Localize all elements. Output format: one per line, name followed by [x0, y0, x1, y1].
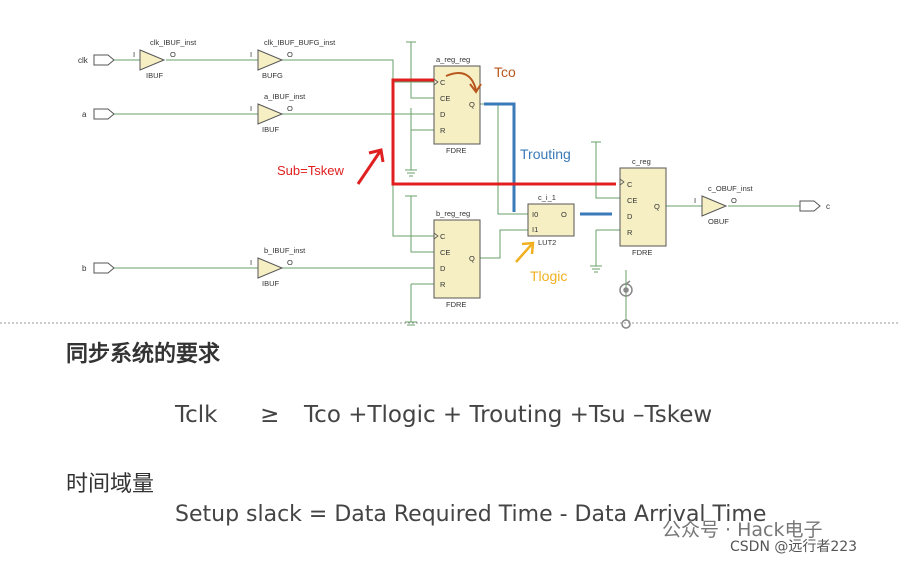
formula-rhs: Tco +Tlogic + Trouting +Tsu –Tskew — [304, 402, 713, 428]
watermark-wechat: 公众号 · Hack电子 — [662, 519, 823, 541]
b-reg-type: FDRE — [446, 300, 466, 309]
lut-name: c_i_1 — [538, 193, 556, 202]
b-ibuf-name: b_IBUF_inst — [264, 246, 306, 255]
c-obuf-symbol — [701, 195, 728, 217]
a-ibuf-type: IBUF — [262, 125, 280, 134]
section-heading-time-domain: 时间域量 — [66, 472, 155, 497]
c-reg-name: c_reg — [632, 157, 651, 166]
c-reg-pin-r: R — [627, 228, 633, 237]
b-reg-pin-q: Q — [469, 254, 475, 263]
clk-bufg-pin-o: O — [287, 50, 293, 59]
lut-block — [527, 203, 575, 237]
tskew-label: Sub=Tskew — [277, 163, 344, 178]
formula-operator: ≥ — [260, 402, 280, 428]
tskew-highlight — [356, 78, 616, 186]
a-reg-pin-ce: CE — [440, 94, 450, 103]
b-ibuf-pin-o: O — [287, 258, 293, 267]
lut-type: LUT2 — [538, 238, 556, 247]
lut-pin-i1: I1 — [532, 225, 538, 234]
b-ibuf-pin-i: I — [250, 258, 252, 267]
port-label-b: b — [82, 264, 87, 273]
clk-ibuf-symbol — [139, 49, 166, 71]
trouting-highlight — [484, 102, 612, 216]
b-reg-pin-r: R — [440, 280, 446, 289]
c-obuf-type: OBUF — [708, 217, 729, 226]
lut-pin-i0: I0 — [532, 210, 538, 219]
c-obuf-name: c_OBUF_inst — [708, 184, 754, 193]
clk-bufg-name: clk_IBUF_BUFG_inst — [264, 38, 336, 47]
port-label-clk: clk — [78, 56, 89, 65]
a-reg-type: FDRE — [446, 146, 466, 155]
clk-bufg-symbol — [257, 49, 284, 71]
tlogic-label: Tlogic — [530, 268, 567, 284]
trouting-label: Trouting — [520, 146, 571, 162]
tco-label: Tco — [494, 64, 516, 80]
a-ibuf-pin-o: O — [287, 104, 293, 113]
b-reg-pin-c: C — [440, 232, 446, 241]
c-reg-pin-q: Q — [654, 202, 660, 211]
port-a — [93, 108, 115, 120]
watermark-csdn: CSDN @远行者223 — [730, 539, 858, 555]
a-ibuf-symbol — [257, 103, 284, 125]
c-reg-pin-d: D — [627, 212, 633, 221]
port-b — [93, 262, 115, 274]
timing-formula: Tclk ≥ Tco +Tlogic + Trouting +Tsu –Tske… — [175, 402, 712, 428]
a-reg-pin-r: R — [440, 126, 446, 135]
c-reg-pin-ce: CE — [627, 196, 637, 205]
clk-bufg-type: BUFG — [262, 71, 283, 80]
tlogic-arrow — [515, 241, 535, 263]
b-ibuf-type: IBUF — [262, 279, 280, 288]
a-ibuf-pin-i: I — [250, 104, 252, 113]
wires — [114, 42, 800, 322]
port-label-c: c — [826, 202, 830, 211]
port-clk — [93, 54, 115, 66]
clk-bufg-pin-i: I — [250, 50, 252, 59]
ground-symbols — [405, 41, 602, 326]
c-reg-type: FDRE — [632, 248, 652, 257]
c-reg-pin-c: C — [627, 180, 633, 189]
clk-ibuf-name: clk_IBUF_inst — [150, 38, 197, 47]
tco-arrow — [445, 72, 482, 94]
buffers — [139, 49, 728, 279]
port-label-a: a — [82, 110, 87, 119]
a-ibuf-name: a_IBUF_inst — [264, 92, 306, 101]
a-reg-block — [433, 65, 481, 145]
a-reg-name: a_reg_reg — [436, 55, 470, 64]
b-reg-pin-d: D — [440, 264, 446, 273]
c-obuf-pin-i: I — [694, 196, 696, 205]
section-heading-sync: 同步系统的要求 — [66, 342, 221, 367]
b-reg-name: b_reg_reg — [436, 209, 470, 218]
a-reg-pin-c: C — [440, 78, 446, 87]
clk-ibuf-pin-i: I — [133, 50, 135, 59]
b-reg-block — [433, 219, 481, 299]
setup-slack-formula: Setup slack = Data Required Time - Data … — [175, 502, 767, 527]
port-symbols — [93, 54, 821, 274]
b-ibuf-symbol — [257, 257, 284, 279]
c-reg-block — [619, 167, 667, 247]
b-reg-pin-ce: CE — [440, 248, 450, 257]
a-reg-pin-q: Q — [469, 100, 475, 109]
rotate-icon[interactable] — [619, 280, 633, 329]
formula-lhs: Tclk — [175, 402, 218, 428]
c-obuf-pin-o: O — [731, 196, 737, 205]
clk-ibuf-pin-o: O — [170, 50, 176, 59]
a-reg-pin-d: D — [440, 110, 446, 119]
port-c — [799, 200, 821, 212]
lut-pin-o: O — [561, 210, 567, 219]
clk-ibuf-type: IBUF — [146, 71, 164, 80]
